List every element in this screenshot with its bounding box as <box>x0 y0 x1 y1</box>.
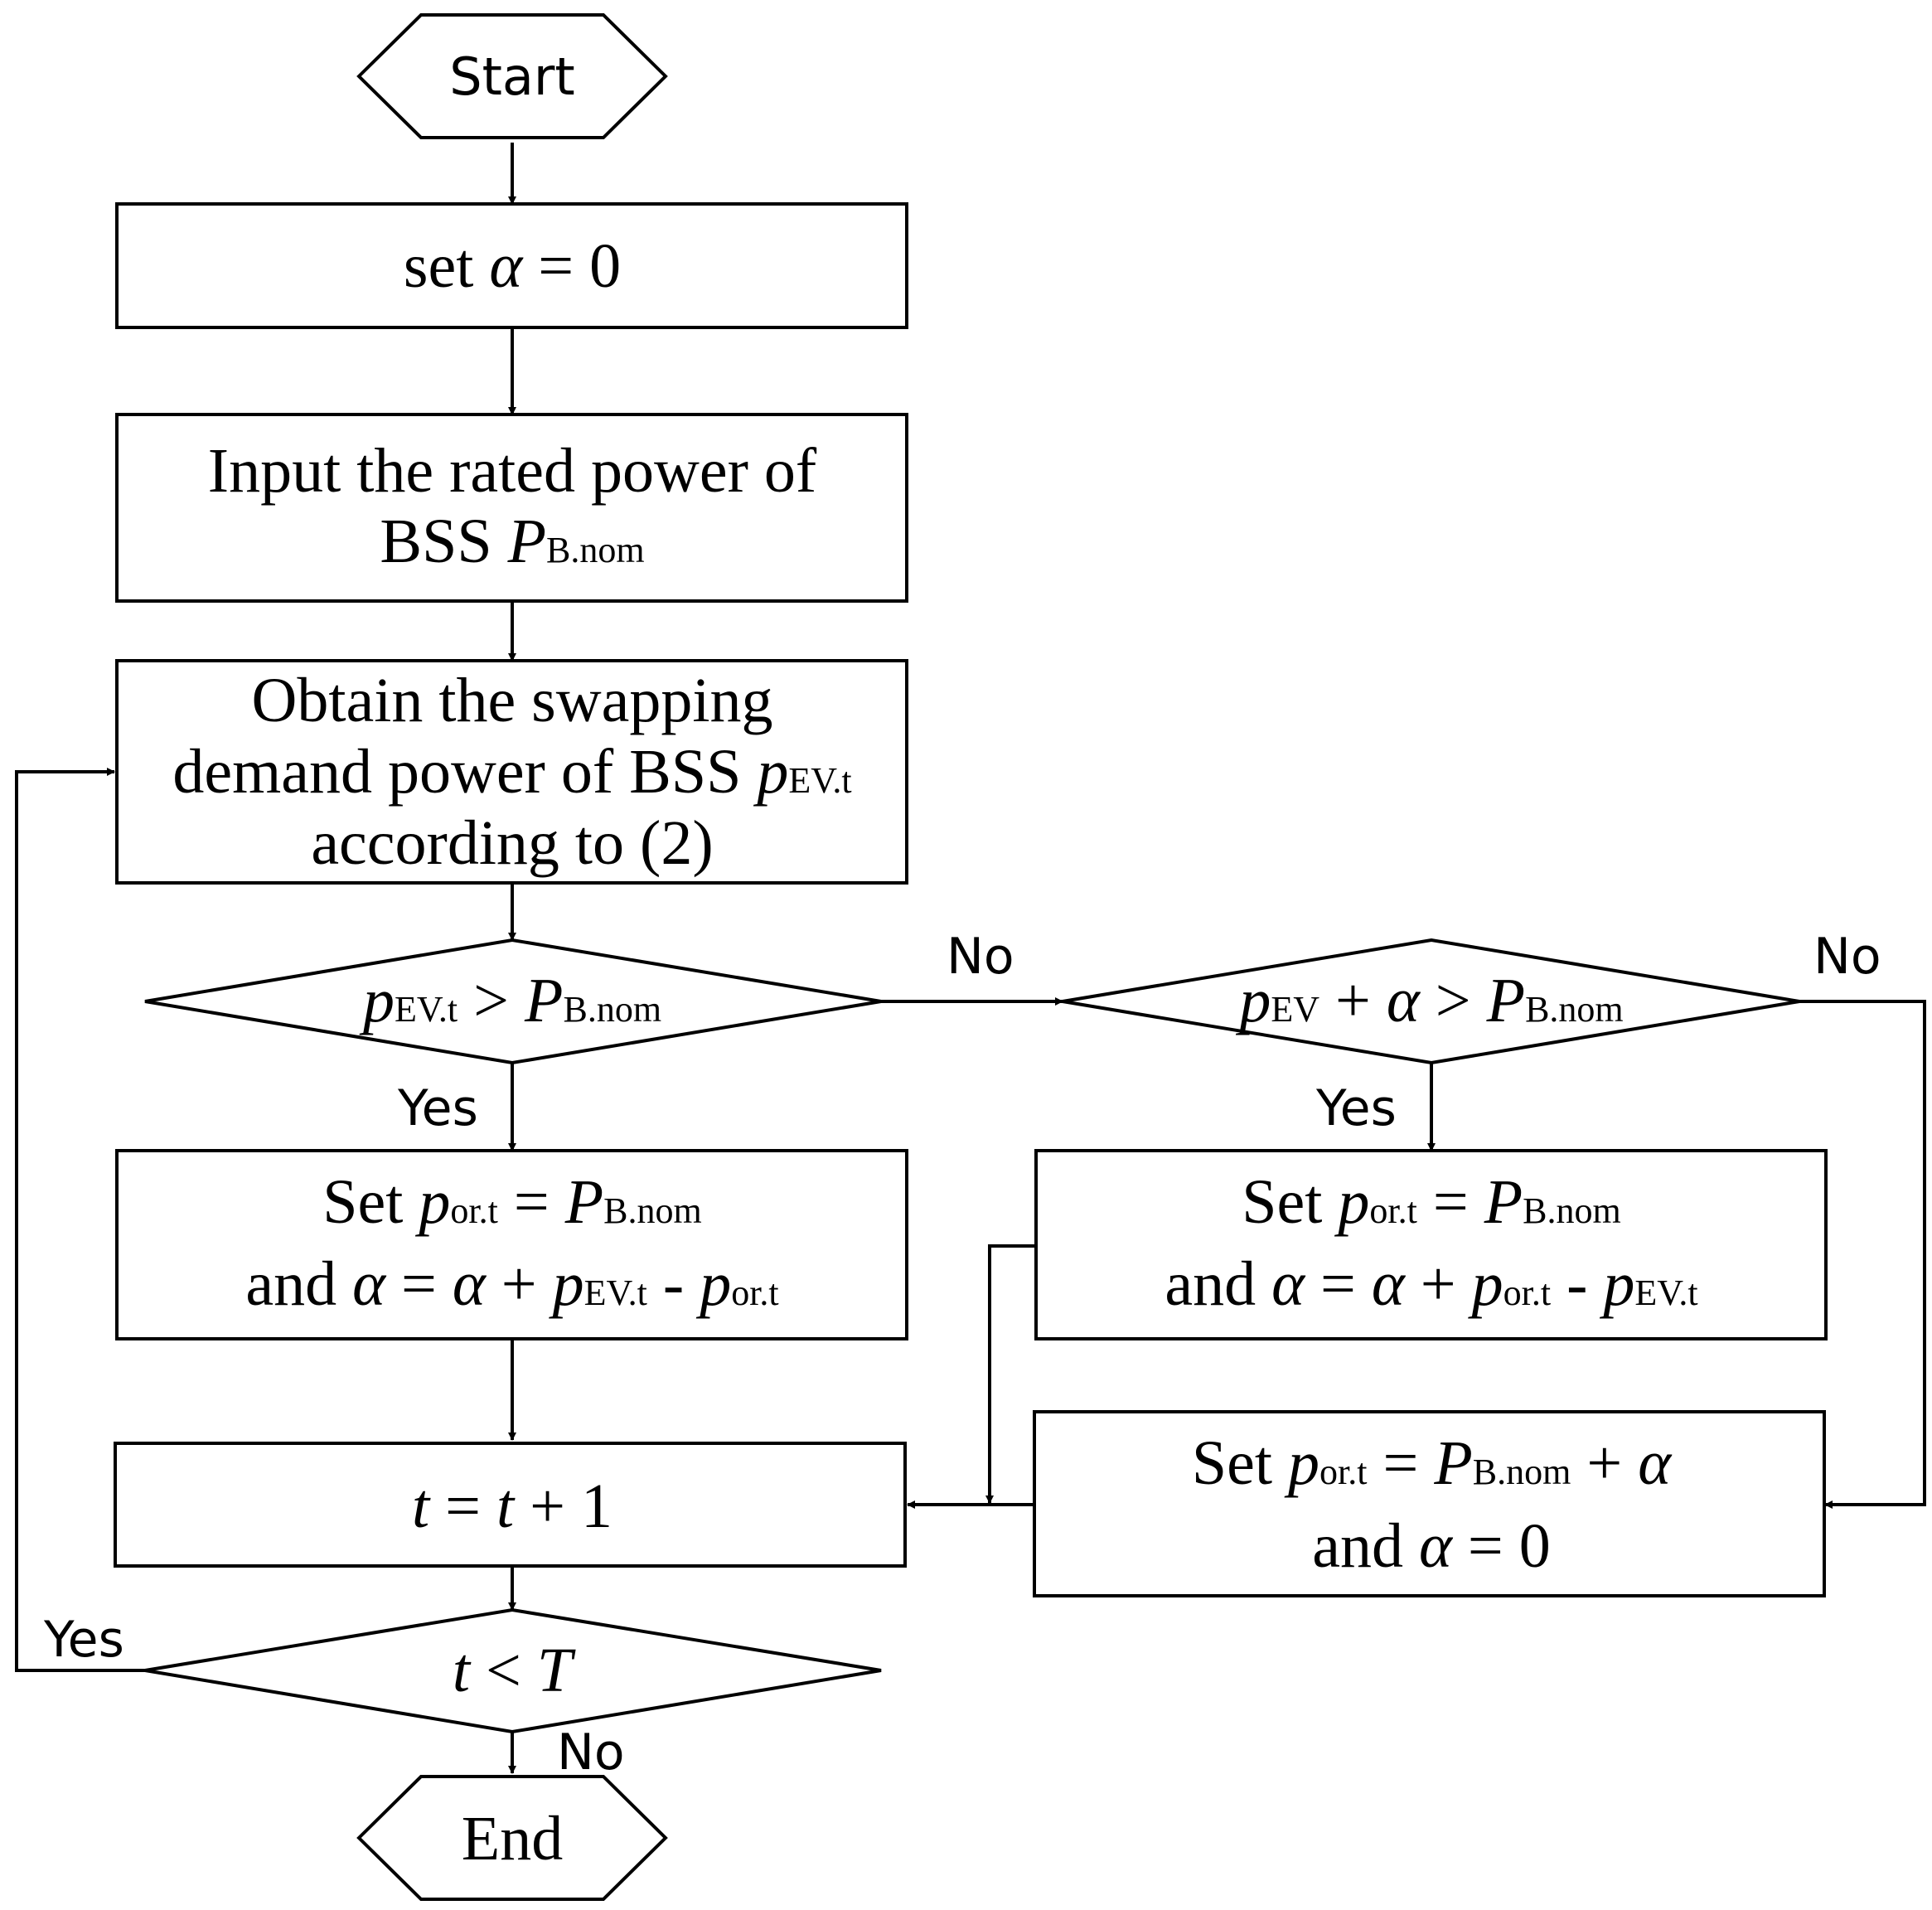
end-terminal: End <box>356 1775 668 1901</box>
decision-demand-exceeds-rated: pEV.t > PB.nom <box>144 938 882 1065</box>
set-right-line2: and α = α + por.t - pEV.t <box>1165 1249 1697 1319</box>
edges <box>15 143 1926 1774</box>
decision-time-less-than-horizon: t < T <box>144 1607 882 1734</box>
set-order-power-with-alpha-process: Set por.t = PB.nom + α and α = 0 <box>1033 1410 1826 1597</box>
set-alpha-label: set α = 0 <box>404 231 621 301</box>
obtain-demand-line3: according to (2) <box>311 808 713 878</box>
decision2-label: pEV + α > PB.nom <box>1235 966 1623 1035</box>
edge-decision2-no <box>1799 1000 1926 1509</box>
set-order-power-right-process: Set por.t = PB.nom and α = α + por.t - p… <box>1034 1149 1828 1340</box>
end-label: End <box>462 1804 563 1874</box>
set-right-low-line2: and α = 0 <box>1312 1511 1551 1581</box>
edge-set-right-down <box>985 1244 1036 1504</box>
increment-time-process: t = t + 1 <box>114 1442 907 1568</box>
set-right-line1: Set por.t = PB.nom <box>1242 1167 1620 1237</box>
start-terminal: Start <box>356 13 668 139</box>
set-left-line2: and α = α + pEV.t - por.t <box>245 1249 778 1319</box>
obtain-demand-process: Obtain the swapping demand power of BSS … <box>115 659 908 885</box>
start-label: Start <box>449 46 574 107</box>
set-left-line1: Set por.t = PB.nom <box>322 1167 701 1237</box>
decision3-no-label: No <box>557 1723 625 1782</box>
input-rated-line1: Input the rated power of <box>208 436 817 506</box>
decision1-no-label: No <box>947 928 1014 986</box>
decision1-label: pEV.t > PB.nom <box>359 966 661 1035</box>
set-alpha-process: set α = 0 <box>115 202 908 329</box>
input-rated-line2: BSS PB.nom <box>380 507 644 576</box>
obtain-demand-line2: demand power of BSS pEV.t <box>172 737 851 807</box>
decision2-yes-label: Yes <box>1315 1079 1397 1137</box>
decision-demand-plus-alpha-exceeds-rated: pEV + α > PB.nom <box>1062 938 1800 1065</box>
set-order-power-left-process: Set por.t = PB.nom and α = α + pEV.t - p… <box>115 1149 908 1340</box>
set-right-low-line1: Set por.t = PB.nom + α <box>1192 1428 1673 1498</box>
decision1-yes-label: Yes <box>397 1079 478 1137</box>
edge-labels: No Yes No Yes Yes No <box>43 928 1881 1782</box>
input-rated-power-process: Input the rated power of BSS PB.nom <box>115 413 908 603</box>
decision3-label: t < T <box>453 1636 576 1705</box>
increment-label: t = t + 1 <box>412 1471 613 1541</box>
decision3-yes-label: Yes <box>43 1611 124 1669</box>
decision2-no-label: No <box>1813 928 1881 986</box>
edge-decision3-yes-loop <box>15 768 145 1672</box>
obtain-demand-line1: Obtain the swapping <box>251 666 772 735</box>
